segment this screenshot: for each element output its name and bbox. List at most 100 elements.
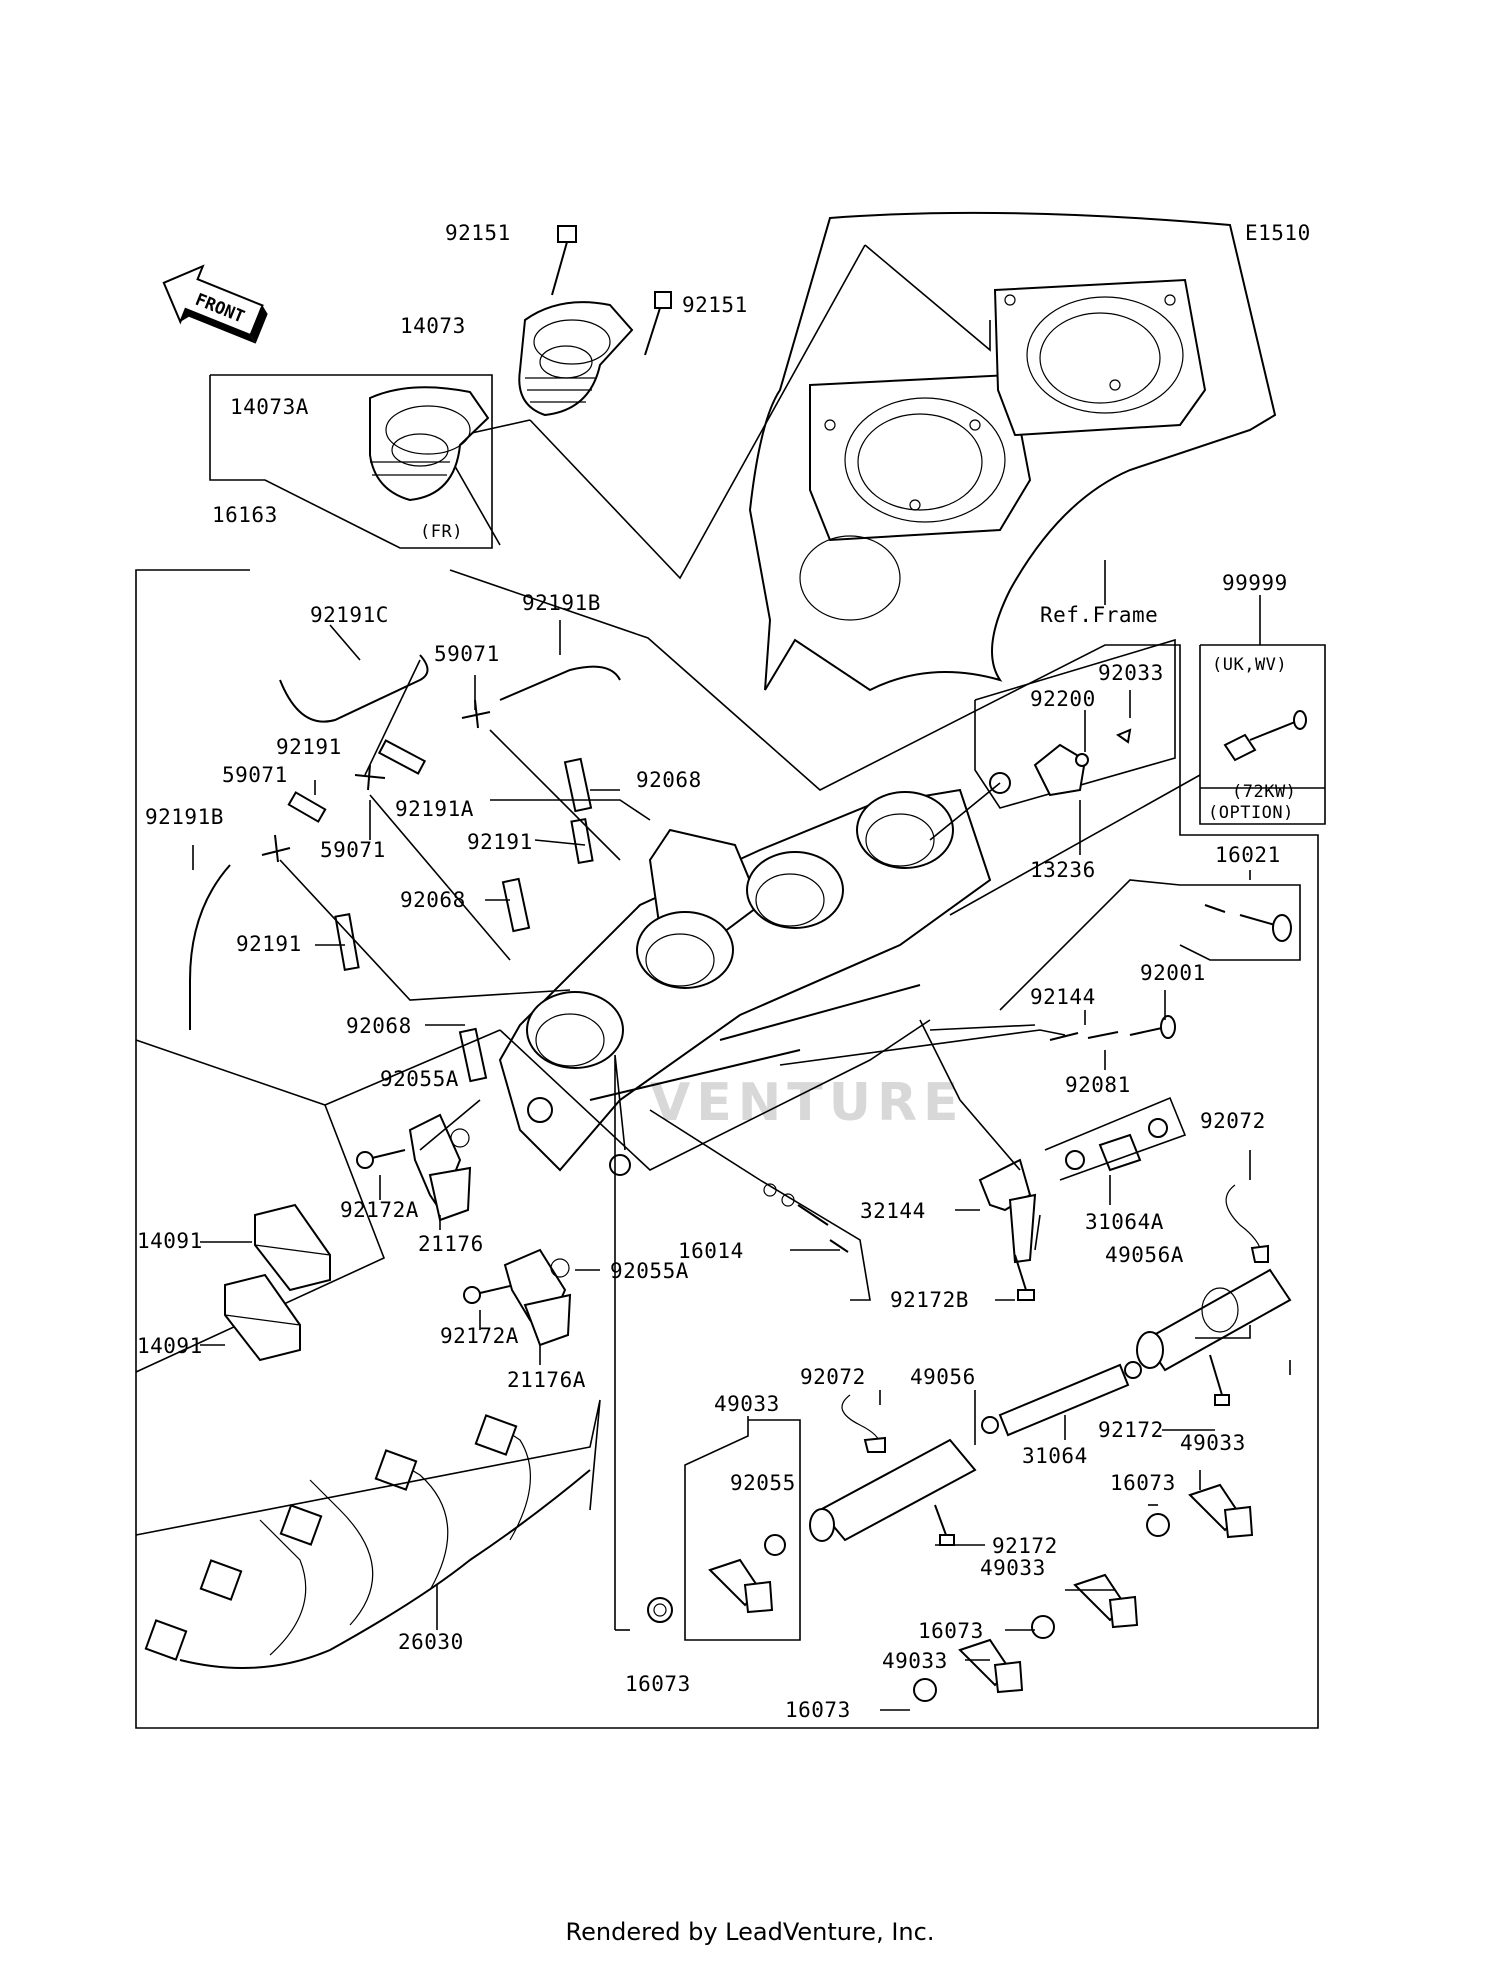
callout-92055a: 92055A [610,1259,689,1283]
callout-92072: 92072 [800,1365,866,1389]
fitting-59071-c [461,699,491,729]
callout-59071: 59071 [222,763,288,787]
callout-92081: 92081 [1065,1073,1131,1097]
screw-set-16014 [763,1183,849,1253]
callout-49033: 49033 [882,1649,948,1673]
hose-92191C [279,654,429,723]
callout-92172b: 92172B [890,1288,969,1312]
fuel-rail-49056A [1136,1268,1292,1372]
ref-frame [748,211,1277,692]
callout-49033: 49033 [1180,1431,1246,1455]
callout-14073: 14073 [400,314,466,338]
callout-31064: 31064 [1022,1444,1088,1468]
sensor-21176A [503,1248,572,1347]
bolt-92172-mid [934,1504,955,1546]
main-frame [135,569,1319,1729]
callout-26030: 26030 [398,1630,464,1654]
hose-92191B-top [499,665,621,701]
fuel-rail-49056 [809,1438,977,1542]
fr-box [209,374,493,549]
pipe-31064 [981,1361,1142,1437]
clamp-14091-a [254,1203,331,1292]
throttle-body-assembly [498,788,992,1176]
bolt-92172-right [1209,1354,1230,1406]
callout-14091: 14091 [137,1334,203,1358]
note-option: (OPTION) [1208,803,1294,823]
oring-92055A-b [550,1258,570,1278]
diagram-code: E1510 [1245,221,1311,245]
washer-16073-d [913,1678,937,1702]
washer-16073-a [647,1597,673,1623]
callout-13236: 13236 [1030,858,1096,882]
washer-92200 [1075,753,1089,767]
callout-92144: 92144 [1030,985,1096,1009]
callout-99999: 99999 [1222,571,1288,595]
callout-92151: 92151 [682,293,748,317]
bolt-92151-right [644,291,672,356]
spring-92144 [1049,1032,1079,1041]
callout-14091: 14091 [137,1229,203,1253]
adapter-31064A [1065,1118,1168,1172]
callout-92068: 92068 [400,888,466,912]
clamp-92072-a [841,1394,886,1453]
note-fr: (FR) [420,522,463,542]
callout-92191b: 92191B [522,591,601,615]
sensor-32144 [978,1158,1037,1264]
note-uk-wv: (UK,WV) [1212,655,1287,675]
footer-credit: Rendered by LeadVenture, Inc. [565,1918,935,1946]
callout-92072: 92072 [1200,1109,1266,1133]
callout-92191a: 92191A [395,797,474,821]
air-duct-14073A [369,386,490,502]
note-72kw: (72KW) [1232,782,1296,802]
callout-49033: 49033 [980,1556,1046,1580]
callout-92172: 92172 [1098,1418,1164,1442]
clamp-92072-b [1225,1184,1269,1263]
bolt-92172A-b [463,1285,511,1304]
injector-49033-c [1073,1573,1139,1629]
screw-92001 [1129,1015,1176,1039]
callout-49033: 49033 [714,1392,780,1416]
callout-31064a: 31064A [1085,1210,1164,1234]
screw-99999 [1223,710,1307,762]
ref-frame-label: Ref.Frame [1040,603,1158,627]
callout-59071: 59071 [434,642,500,666]
callout-92172a: 92172A [440,1324,519,1348]
fitting-59071-b [354,764,386,791]
fitting-59071-a [261,834,291,863]
callout-16073: 16073 [918,1619,984,1643]
bolt-92172B [1014,1254,1035,1301]
bolt-92151-top [551,225,577,296]
callout-92068: 92068 [636,768,702,792]
callout-92191: 92191 [276,735,342,759]
injector-49033-a [708,1558,774,1614]
clip-92033 [1115,728,1132,744]
injector-49033-b [1188,1483,1254,1539]
air-duct-14073 [518,301,634,417]
injector-49033-d [958,1638,1024,1694]
callout-16073: 16073 [785,1698,851,1722]
hose-92191A [377,739,427,775]
callout-21176: 21176 [418,1232,484,1256]
callout-49056a: 49056A [1105,1243,1184,1267]
hose-92068-b [501,877,531,933]
callout-92068: 92068 [346,1014,412,1038]
sensor-21176 [408,1113,472,1222]
hose-92191-a [287,791,327,823]
callout-16163: 16163 [212,503,278,527]
callout-92055a: 92055A [380,1067,459,1091]
callout-92191: 92191 [467,830,533,854]
hose-92191-c [334,913,360,971]
callout-92191c: 92191C [310,603,389,627]
screw-set-16021 [1204,904,1292,942]
callout-32144: 32144 [860,1199,926,1223]
callout-92191b: 92191B [145,805,224,829]
callout-92001: 92001 [1140,961,1206,985]
callout-92172a: 92172A [340,1198,419,1222]
washer-16073-b [1146,1513,1170,1537]
bracket-13236 [989,728,1132,797]
hose-92068-a [563,757,593,813]
watermark: VENTURE [650,1073,965,1133]
washer-16073-c [1031,1615,1055,1639]
